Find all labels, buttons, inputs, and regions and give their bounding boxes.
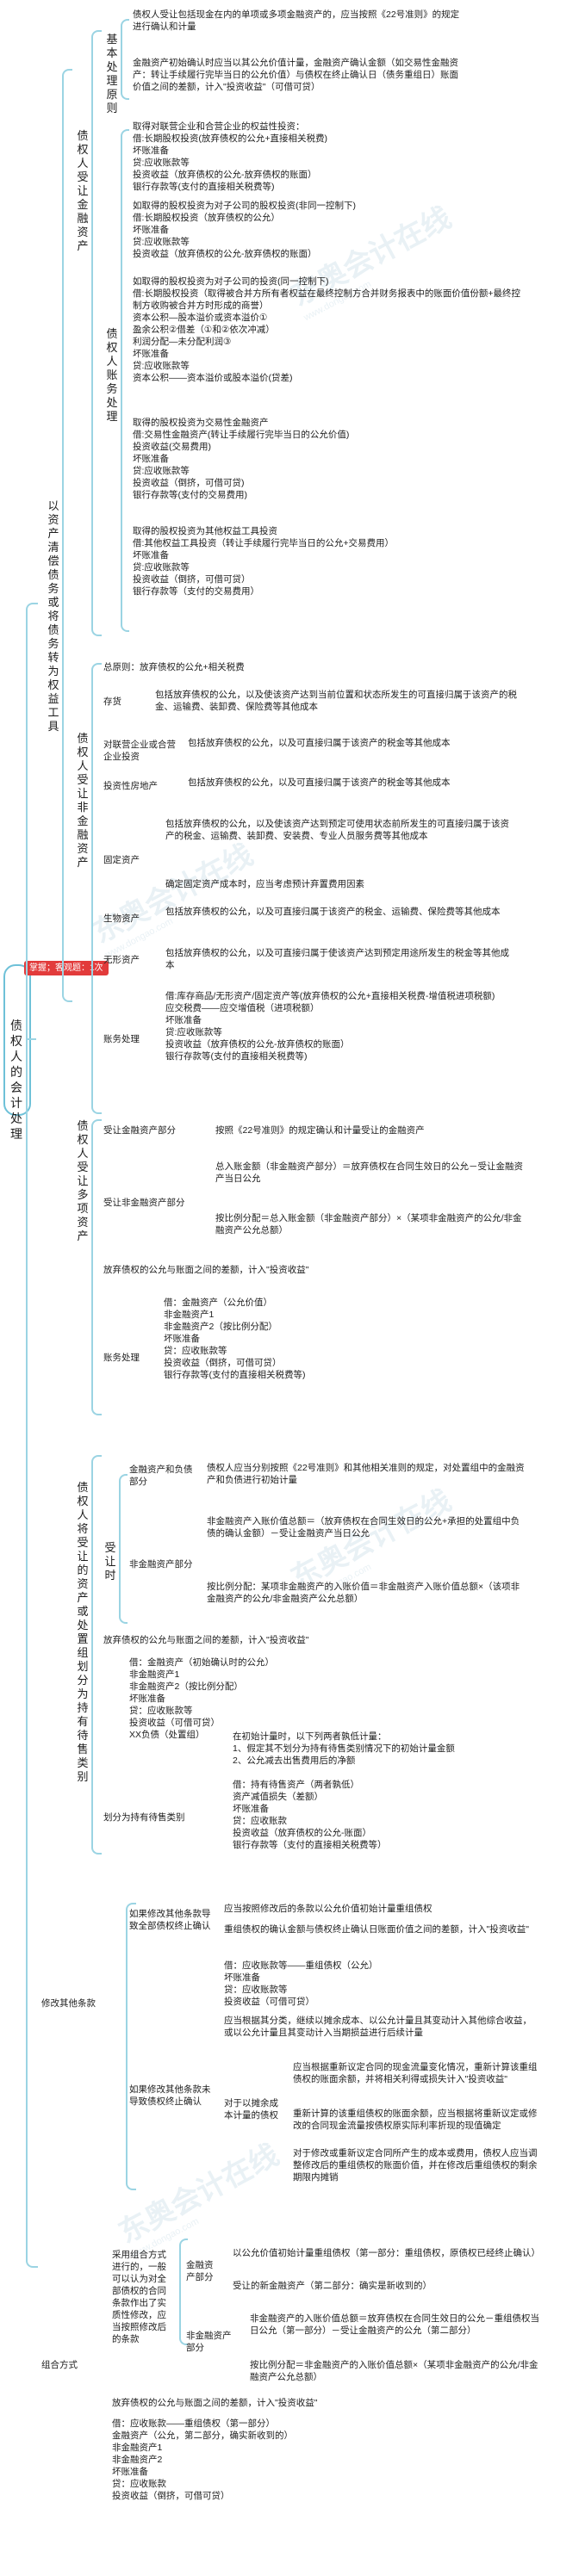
s3-fin-text: 受让的新金融资产（第二部分：确实是新收到的） <box>233 2281 432 2291</box>
bracket <box>179 2239 188 2345</box>
general-principle: 总原则：放弃债权的公允+相关税费 <box>103 662 245 672</box>
s3-nonfin-label: 非金融资产部分 <box>186 2331 232 2353</box>
s3-fin-text: 以公允价值初始计量重组债权（第一部分：重组债权，原债权已经终止确认） <box>233 2248 540 2258</box>
entry-text: 借:库存商品/无形资产/固定资产等(放弃债权的公允+直接相关税费-增值税进项税额… <box>165 991 495 1062</box>
entry-text: 借：金融资产（初始确认时的公允） 非金融资产1 非金融资产2（按比例分配） 坏账… <box>129 1657 274 1740</box>
s1-financial-title: 债权人受让金融资产 <box>77 129 89 252</box>
entry-text: 借：金融资产（公允价值） 非金融资产1 非金融资产2（按比例分配） 坏账准备 贷… <box>164 1297 306 1380</box>
s1-hfs-title: 债权人将受让的资产或处置组划分为持有待售类别 <box>77 1481 89 1783</box>
bracket <box>121 129 129 632</box>
section1-title: 以资产清偿债务或将债务转为权益工具 <box>47 499 59 733</box>
root-bracket <box>26 603 38 2268</box>
fixed-text: 包括放弃债权的公允，以及使该资产达到预定可使用状态前所发生的可直接归属于该资产的… <box>165 819 509 841</box>
s3-nonfin-text: 按比例分配＝非金融资产的入账价值总额×（某项非金融资产的公允/非金融资产公允总额… <box>250 2360 538 2382</box>
entry-text: 取得的股权投资为其他权益工具投资 借:其他权益工具投资（转让手续履行完毕当日的公… <box>133 526 395 597</box>
entry-label: 账务处理 <box>103 1353 140 1363</box>
nonfin-label: 非金融资产部分 <box>129 1559 193 1570</box>
entry-text: 取得对联营企业和合营企业的权益性投资： 借:长期股权投资(放弃债权的公允+直接相… <box>133 121 328 192</box>
basic-principle-title: 基本处理原则 <box>106 33 118 115</box>
nonfin-text: 非金融资产入账价值总额＝（放弃债权在合同生效日的公允+承担的处置组中负债的确认金… <box>207 1516 520 1539</box>
fixed-label: 固定资产 <box>103 855 140 865</box>
section2-title: 修改其他条款 <box>41 1998 96 2009</box>
s1-nonfinancial-title: 债权人受让非金融资产 <box>77 732 89 869</box>
connector <box>28 1038 36 1040</box>
fixed-text: 确定固定资产成本时，应当考虑预计弃置费用因素 <box>165 879 364 889</box>
intangible-text: 包括放弃债权的公允，以及可直接归属于使该资产达到预定用途所发生的税金等其他成本 <box>165 948 509 970</box>
status-badge: 掌握；客观题：1次 <box>24 961 109 975</box>
fin-text: 债权人应当分别按照《22号准则》和其他相关准则的规定，对处置组中的金融资产和负债… <box>207 1463 525 1485</box>
bracket <box>126 1903 136 2190</box>
section1-bracket <box>62 69 72 1002</box>
s2-b-text: 应当根据重新议定合同的现金流量变化情况，重新计算该重组债权的账面余额，并将相关利… <box>293 2062 538 2084</box>
bracket <box>119 1474 128 1624</box>
bracket <box>121 19 129 100</box>
receive-label: 受让时 <box>104 1541 116 1582</box>
nonfin-text: 按比例分配：某项非金融资产的入账价值＝非金融资产入账价值总额×（该项非金融资产的… <box>207 1582 520 1604</box>
multi-a-text: 按照《22号准则》的规定确认和计量受让的金融资产 <box>215 1125 425 1136</box>
entry-text: 借：应收账款——重组债权（第一部分） 金融资产（公允，第二部分，确实新收到的） … <box>112 2418 293 2501</box>
inventory-label: 存货 <box>103 697 121 707</box>
bio-label: 生物资产 <box>103 913 140 924</box>
bracket <box>91 1455 102 1855</box>
s2-b-label: 如果修改其他条款未导致债权终止确认 <box>129 2084 211 2107</box>
hfs-text: 在初始计量时，以下列两者孰低计量： 1、假定其不划分为持有待售类别情况下的初始计… <box>233 1731 455 1850</box>
s3-nonfin-text: 非金融资产的入账价值总额＝放弃债权在合同生效日的公允－重组债权当日公允（第一部分… <box>250 2313 539 2336</box>
s2-a-label: 如果修改其他条款导致全部债权终止确认 <box>129 1909 211 1931</box>
bracket <box>91 663 102 1114</box>
principle-text: 金融资产初始确认时应当以其公允价值计量，金融资产确认金额（如交易性金融资产：转让… <box>133 58 458 92</box>
accounting-title: 债权人账务处理 <box>106 327 118 423</box>
multi-b-text: 总入账金额（非金融资产部分）＝放弃债权在合同生效日的公允－受让金融资产当日公允 <box>215 1161 523 1184</box>
bracket <box>91 1119 102 1415</box>
section3-title: 组合方式 <box>41 2360 78 2370</box>
s2-b-text: 重新计算的该重组债权的账面余额，应当根据将重新议定或修改的合同现金流量按债权原实… <box>293 2108 538 2131</box>
fin-label: 金融资产和负债部分 <box>129 1464 193 1487</box>
s2-a-text: 借：应收账款等——重组债权（公允） 坏账准备 贷：应收账款等 投资收益（可借可贷… <box>224 1960 378 2007</box>
s3-fin-label: 金融资产部分 <box>186 2260 214 2282</box>
entry-label: 账务处理 <box>103 1034 140 1044</box>
realestate-text: 包括放弃债权的公允，以及可直接归属于该资产的税金等其他成本 <box>188 777 451 788</box>
entry-text: 如取得的股权投资为对子公司的投资(同一控制下) 借:长期股权投资（取得被合并方所… <box>133 276 521 383</box>
entry-text: 取得的股权投资为交易性金融资产 借:交易性金融资产(转让手续履行完毕当日的公允价… <box>133 418 350 500</box>
realestate-label: 投资性房地产 <box>103 781 158 791</box>
root-title: 债权人的会计处理 <box>10 1019 22 1141</box>
s3-intro: 采用组合方式进行的，一般可以认为对全部债权的合同条款作出了实质性修改，应当按照修… <box>112 2250 166 2344</box>
inventory-text: 包括放弃债权的公允，以及使该资产达到当前位置和状态所发生的可直接归属于该资产的税… <box>155 690 517 712</box>
multi-b-text: 按比例分配＝总入账金额（非金融资产部分）×（某项非金融资产的公允/非金融资产公允… <box>215 1213 522 1235</box>
s2-b-text: 应当根据其分类，继续以摊余成本、以公允计量且其变动计入其他综合收益，或以公允计量… <box>224 2016 532 2038</box>
hfs-label: 划分为持有待售类别 <box>103 1812 185 1823</box>
s3-diff: 放弃债权的公允与账面之间的差额，计入"投资收益" <box>112 2398 318 2408</box>
bio-text: 包括放弃债权的公允，以及可直接归属于该资产的税金、运输费、保险费等其他成本 <box>165 907 501 917</box>
intangible-label: 无形资产 <box>103 955 140 965</box>
principle-text: 债权人受让包括现金在内的单项或多项金融资产的，应当按照《22号准则》的规定进行确… <box>133 9 460 32</box>
multi-c-text: 放弃债权的公允与账面之间的差额，计入"投资收益" <box>103 1265 309 1275</box>
s2-b-sublabel: 对于以摊余成本计量的债权 <box>224 2098 278 2121</box>
bracket <box>91 30 102 636</box>
invest-text: 包括放弃债权的公允，以及可直接归属于该资产的税金等其他成本 <box>188 738 451 748</box>
s1-multiple-title: 债权人受让多项资产 <box>77 1119 89 1242</box>
s2-a-text: 应当按照修改后的条款以公允价值初始计量重组债权 <box>224 1904 433 1914</box>
hfs-diff: 放弃债权的公允与账面之间的差额，计入"投资收益" <box>103 1635 309 1645</box>
multi-b-label: 受让非金融资产部分 <box>103 1198 185 1208</box>
s2-b-text: 对于修改或重新议定合同所产生的成本或费用，债权人应当调整修改后的重组债权的账面价… <box>293 2148 538 2183</box>
s2-a-text: 重组债权的确认金额与债权终止确认日账面价值之间的差额，计入"投资收益" <box>224 1924 529 1935</box>
multi-a-label: 受让金融资产部分 <box>103 1125 176 1136</box>
invest-label: 对联营企业或合营企业投资 <box>103 740 176 762</box>
entry-text: 如取得的股权投资为对子公司的股权投资(非同一控制下) 借:长期股权投资（放弃债权… <box>133 201 356 259</box>
